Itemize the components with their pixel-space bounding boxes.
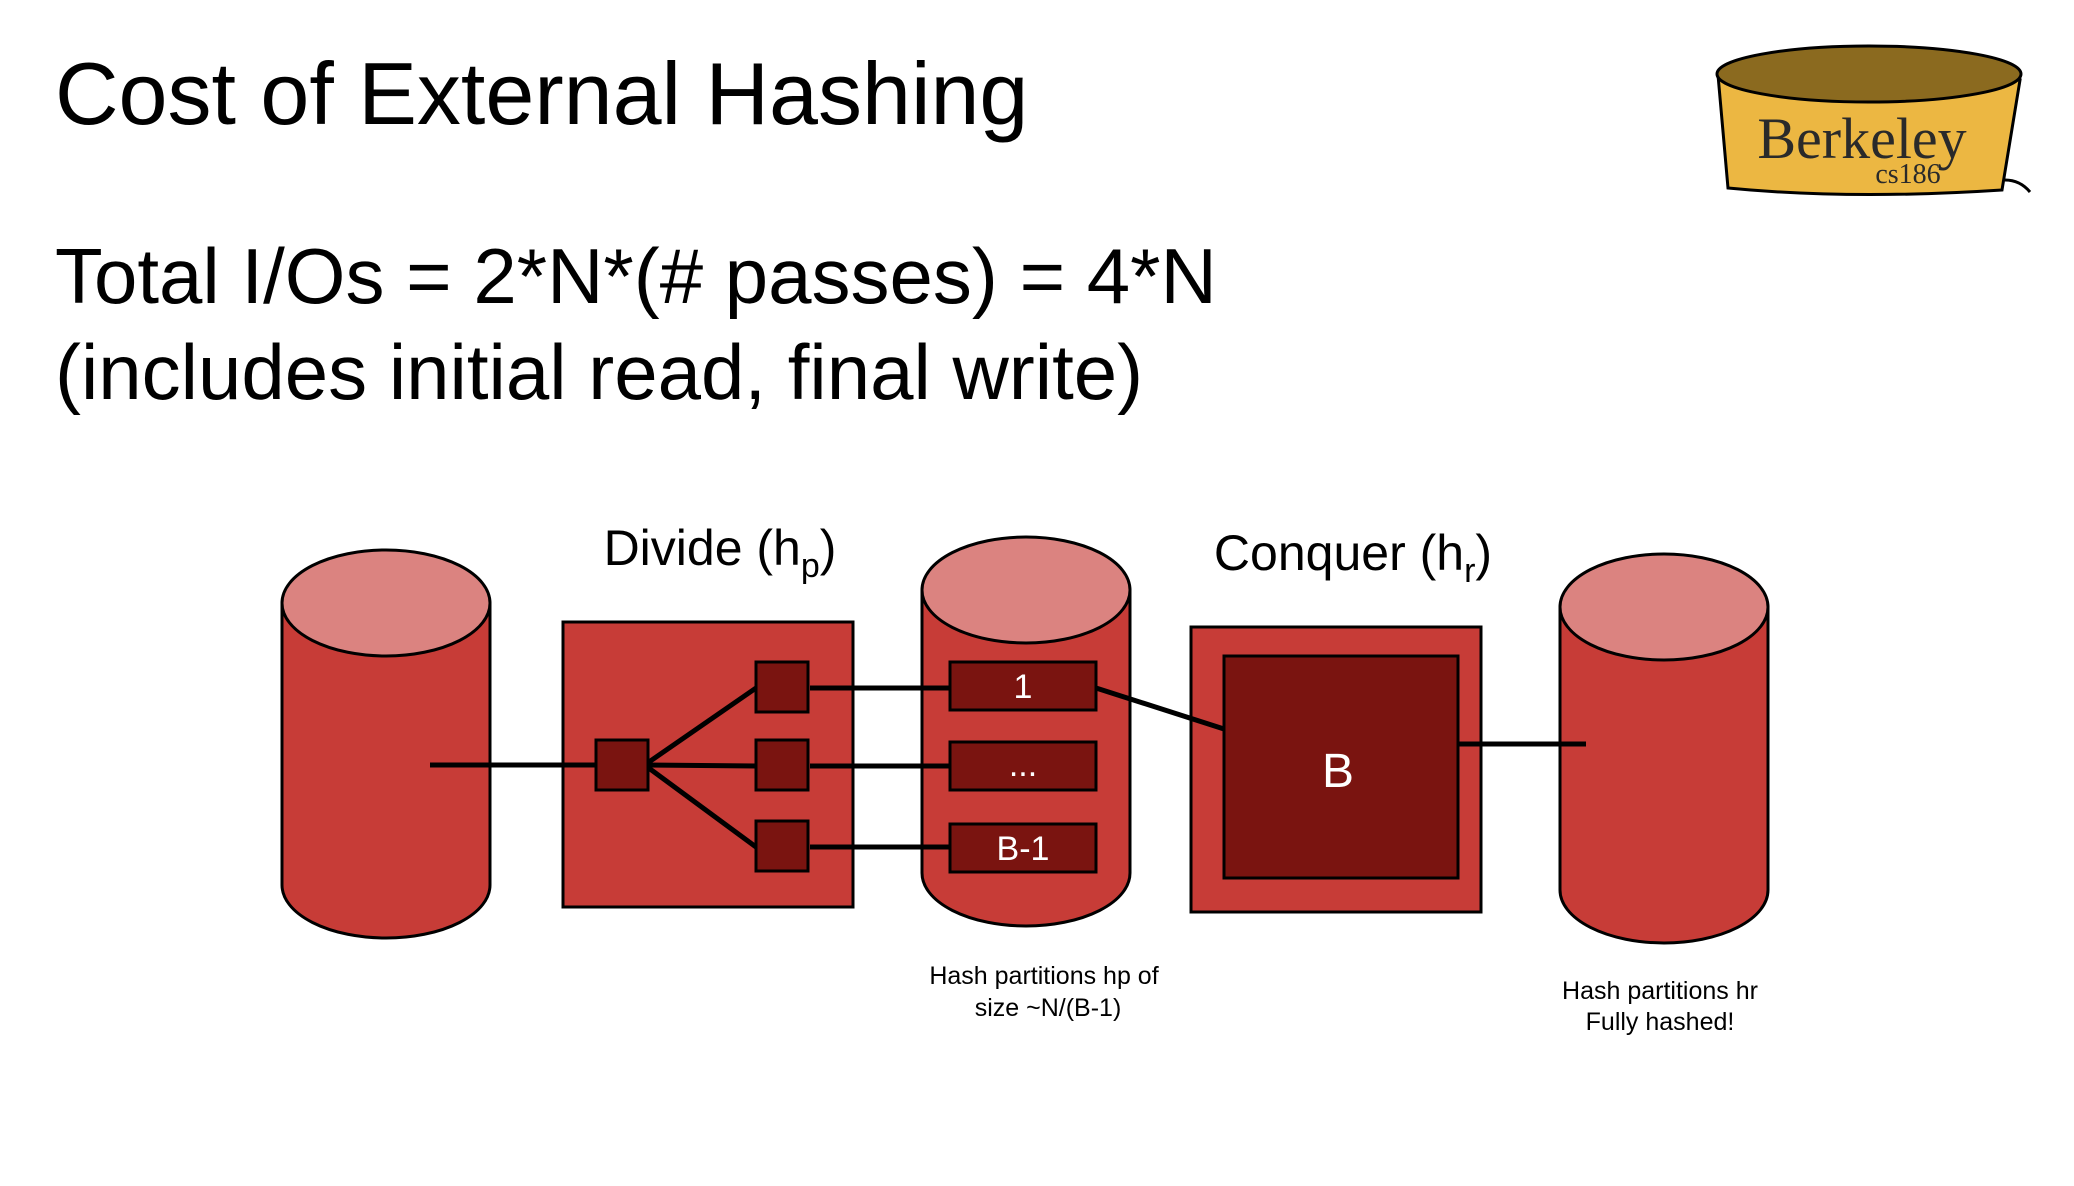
cost-note-line: (includes initial read, final write)	[55, 328, 1144, 416]
output-caption-line-1: Hash partitions hr	[1562, 977, 1758, 1005]
logo-handle-stroke	[2004, 178, 2032, 193]
hash-function-block	[594, 738, 650, 792]
conquer-label: Conquer (hr)	[1214, 525, 1492, 590]
logo-bucket-body	[1716, 73, 2022, 197]
partitions-caption-line-2: size ~N/(B-1)	[975, 994, 1122, 1022]
conquer-label-sub: r	[1464, 552, 1475, 590]
partition-label: B-1	[997, 830, 1050, 868]
berkeley-logo: Berkeley cs186	[1715, 44, 2032, 197]
output-buffer-block-1	[754, 660, 810, 714]
cost-formula: Total I/Os = 2*N*(# passes) = 4*N (inclu…	[55, 228, 1217, 420]
divide-label-sub: p	[801, 547, 820, 585]
fan-line-top	[644, 685, 758, 767]
partition-label: 1	[1014, 668, 1033, 706]
output-disk	[1558, 552, 1770, 945]
logo-bucket-top	[1715, 44, 2023, 104]
logo-name: Berkeley	[1757, 106, 1966, 171]
divide-label: Divide (hp)	[604, 520, 837, 585]
output-buffer-block-2	[754, 738, 810, 792]
divide-label-text: Divide (h	[604, 520, 801, 576]
divide-label-close: )	[820, 520, 837, 576]
input-disk	[280, 548, 492, 940]
fan-line-bottom	[644, 763, 758, 850]
partition-3: B-1	[948, 822, 1098, 874]
partition-1: 1	[948, 660, 1098, 712]
connector-lines	[430, 685, 1586, 850]
slide-title: Cost of External Hashing	[55, 44, 1029, 143]
conquer-label-close: )	[1475, 525, 1492, 581]
partitions-caption-line-1: Hash partitions hp of	[929, 962, 1158, 990]
buffer-b: B	[1222, 654, 1460, 880]
output-caption-line-2: Fully hashed!	[1586, 1008, 1735, 1036]
buffer-label: B	[1322, 745, 1354, 798]
partition-to-buffer-line	[1095, 685, 1225, 732]
partition-label: ...	[1009, 746, 1037, 784]
conquer-label-text: Conquer (h	[1214, 525, 1464, 581]
partition-2: ...	[948, 740, 1098, 792]
fan-line-mid	[645, 762, 757, 769]
output-buffer-block-3	[754, 819, 810, 873]
cost-formula-line: Total I/Os = 2*N*(# passes) = 4*N	[55, 232, 1217, 320]
logo-course: cs186	[1875, 159, 1940, 190]
